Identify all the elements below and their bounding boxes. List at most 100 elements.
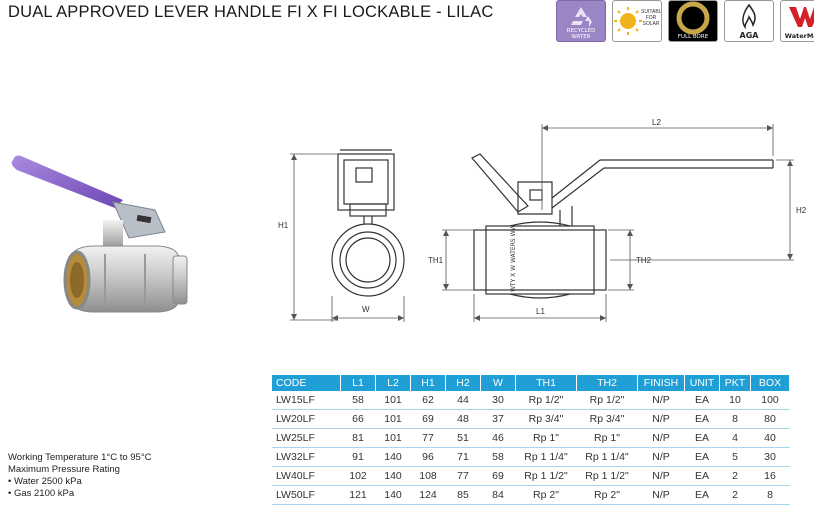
cell: EA [684,428,720,448]
cell: N/P [637,428,685,448]
cell: 37 [480,409,516,429]
technical-drawing: WTY X W WATERS WW H1 W TH1 TH2 L1 L2 H2 [278,118,807,322]
water-pressure: • Water 2500 kPa [8,476,82,487]
dim-label-l1: L1 [536,307,545,316]
cell: 71 [445,447,481,467]
cell: 108 [410,466,446,486]
dim-label-th1: TH1 [428,256,444,265]
cell: 101 [375,391,411,410]
cell-code: LW25LF [272,428,341,448]
cell: Rp 2" [576,485,638,505]
cell: N/P [637,391,685,410]
table-row: LW32LF 91 140 96 71 58 Rp 1 1/4" Rp 1 1/… [272,447,790,467]
cell: 84 [480,485,516,505]
full-bore-badge: FULL BORE [668,0,718,42]
cell: EA [684,409,720,429]
cell: Rp 1" [515,428,577,448]
col-header: H2 [445,375,481,391]
dim-label-h1: H1 [278,221,289,230]
cell-code: LW15LF [272,391,341,410]
cell: N/P [637,409,685,429]
col-header: PKT [719,375,751,391]
cell: 91 [340,447,376,467]
table-row: LW20LF 66 101 69 48 37 Rp 3/4" Rp 3/4" N… [272,409,790,429]
cell: Rp 1" [576,428,638,448]
certification-badges: RECYCLED WATER SUITABLE FOR SOLAR FULL B… [556,0,814,42]
cell: 16 [750,466,790,486]
watermark-badge: WaterMark [780,0,814,42]
badge-caption: FULL BORE [677,34,709,40]
cell-code: LW50LF [272,485,341,505]
full-bore-icon [676,1,710,35]
lever-handle [11,155,124,208]
recycled-water-badge: RECYCLED WATER [556,0,606,42]
cell: 8 [750,485,790,505]
cell: 58 [480,447,516,467]
table-row: LW15LF 58 101 62 44 30 Rp 1/2" Rp 1/2" N… [272,391,790,410]
badge-caption: AGA [739,31,759,40]
working-temperature: Working Temperature 1°C to 95°C [8,452,152,463]
body-marking: WTY X W WATERS WW [510,224,517,292]
col-header: BOX [750,375,790,391]
cell: 2 [719,466,751,486]
cell: 77 [410,428,446,448]
cell: 81 [340,428,376,448]
cell: Rp 1 1/2" [515,466,577,486]
cell: 80 [750,409,790,429]
cell: Rp 1/2" [515,391,577,410]
cell: 8 [719,409,751,429]
cell: 46 [480,428,516,448]
cell: EA [684,391,720,410]
watermark-icon [789,7,814,27]
cell: N/P [637,447,685,467]
dim-label-l2: L2 [652,118,661,127]
operating-info: Working Temperature 1°C to 95°C Maximum … [8,452,151,500]
cell: 2 [719,485,751,505]
solar-badge: SUITABLE FOR SOLAR [612,0,662,42]
cell: 124 [410,485,446,505]
table-row: LW40LF 102 140 108 77 69 Rp 1 1/2" Rp 1 … [272,466,790,486]
product-photo [11,155,188,313]
cell: 101 [375,428,411,448]
dim-label-th2: TH2 [636,256,652,265]
col-header: H1 [410,375,446,391]
cell: 69 [480,466,516,486]
cell: 69 [410,409,446,429]
cell: Rp 1 1/4" [515,447,577,467]
cell: 40 [750,428,790,448]
recycle-icon [571,7,592,27]
cell: 140 [375,485,411,505]
badge-caption: SUITABLE FOR SOLAR [641,9,662,27]
cell: 30 [480,391,516,410]
cell: 66 [340,409,376,429]
cell: 10 [719,391,751,410]
cell: N/P [637,485,685,505]
cell: 51 [445,428,481,448]
cell: 140 [375,447,411,467]
cell: 101 [375,409,411,429]
cell: 77 [445,466,481,486]
col-header: L1 [340,375,376,391]
cell: 121 [340,485,376,505]
badge-caption: RECYCLED WATER [566,28,596,40]
cell: 4 [719,428,751,448]
cell: 44 [445,391,481,410]
cell: 140 [375,466,411,486]
cell: Rp 3/4" [515,409,577,429]
col-header: W [480,375,516,391]
badge-caption: WaterMark [784,32,814,40]
col-header: FINISH [637,375,685,391]
col-header: TH2 [576,375,638,391]
table-row: LW50LF 121 140 124 85 84 Rp 2" Rp 2" N/P… [272,485,790,505]
cell: Rp 1 1/4" [576,447,638,467]
page-title: DUAL APPROVED LEVER HANDLE FI X FI LOCKA… [8,3,494,21]
cell: Rp 2" [515,485,577,505]
cell: 62 [410,391,446,410]
cell: Rp 1 1/2" [576,466,638,486]
cell-code: LW20LF [272,409,341,429]
cell: EA [684,466,720,486]
cell: Rp 3/4" [576,409,638,429]
table-row: LW25LF 81 101 77 51 46 Rp 1" Rp 1" N/P E… [272,428,790,448]
aga-badge: AGA [724,0,774,42]
col-header: CODE [272,375,341,391]
